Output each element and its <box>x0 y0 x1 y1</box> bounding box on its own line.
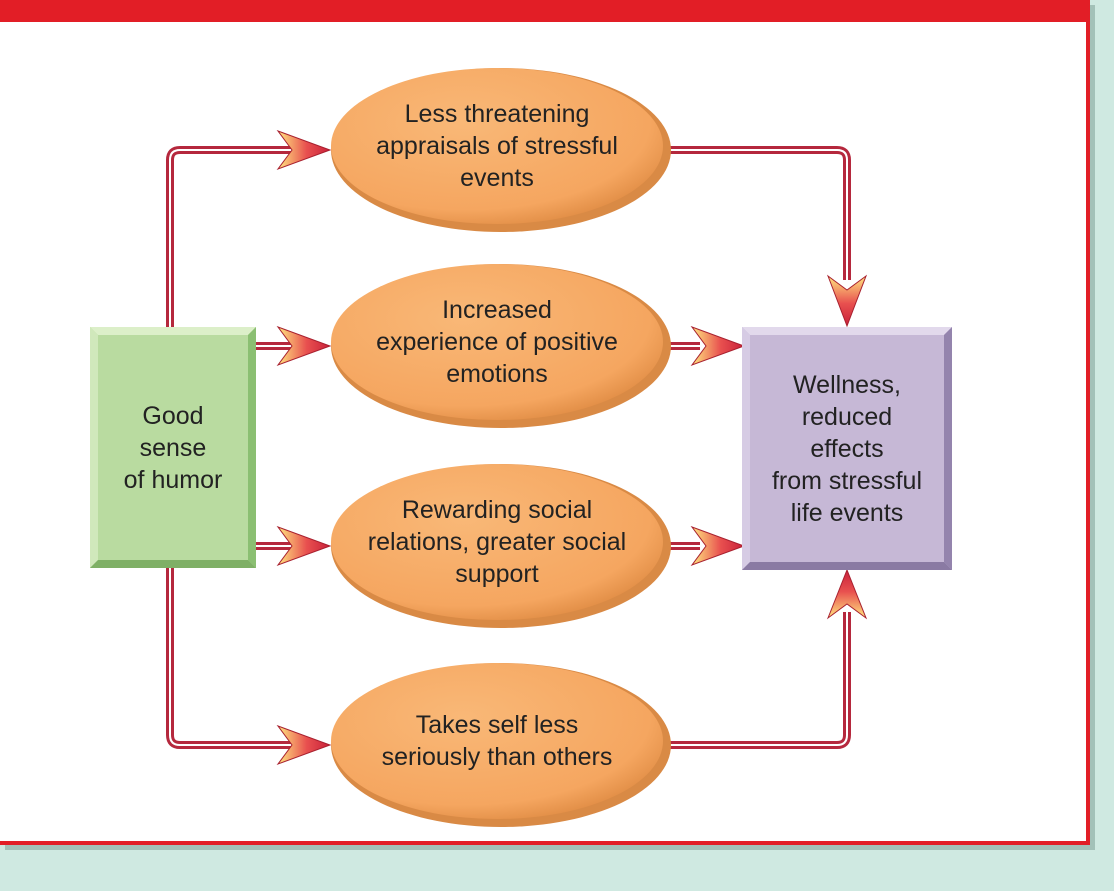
arrowhead-to-mid2 <box>276 525 332 567</box>
arrowhead-mid1-to-target <box>690 325 746 367</box>
ellipse-social-support <box>331 464 671 628</box>
arrowhead-top-to-target <box>826 274 868 328</box>
arrowhead-to-top <box>276 129 332 171</box>
arrowhead-mid2-to-target <box>690 525 746 567</box>
arrowhead-to-mid1 <box>276 325 332 367</box>
connector-bottom-to-target <box>667 612 851 749</box>
ellipse-appraisals <box>331 68 671 232</box>
target-box <box>742 327 952 570</box>
connector-source-to-bottom <box>166 568 300 749</box>
connector-source-to-top <box>166 146 300 327</box>
arrowhead-bottom-to-target <box>826 568 868 620</box>
arrowhead-to-bottom <box>276 724 332 766</box>
ellipse-self-less-serious <box>331 663 671 827</box>
source-box <box>90 327 256 568</box>
ellipse-positive-emotions <box>331 264 671 428</box>
arrowheads <box>276 129 868 766</box>
connector-top-to-target <box>667 146 851 280</box>
mediator-ellipses <box>331 68 671 827</box>
